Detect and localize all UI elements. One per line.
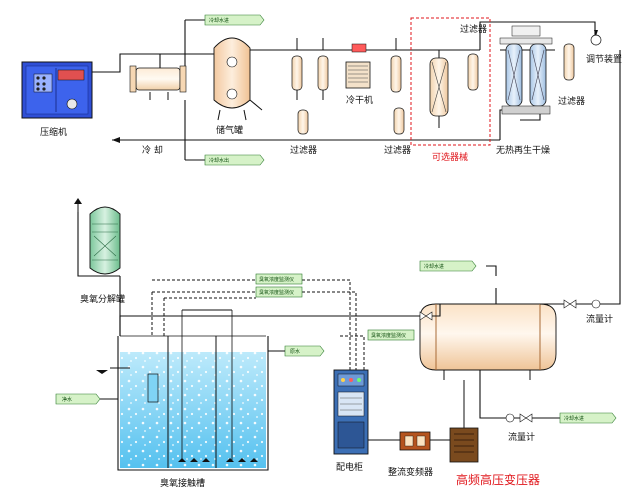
ozone-decomposer-label: 臭氧分解罐 [80, 293, 125, 305]
regulator-label: 调节装置 [586, 53, 622, 65]
optional-unit-label: 可选器械 [432, 151, 468, 163]
filter-7 [393, 107, 405, 135]
filter-bottom-2-label: 过滤器 [384, 144, 411, 156]
regulator-valve [590, 30, 602, 46]
return-arrow-icon [112, 137, 120, 143]
svg-text:冷却水进: 冷却水进 [424, 263, 444, 270]
tag-cooling-out: 冷却水出 [204, 154, 265, 166]
cooling-label: 冷 却 [142, 144, 163, 156]
flowmeter-2-label: 流量计 [508, 431, 535, 443]
svg-text:臭氧浓度监测仪: 臭氧浓度监测仪 [371, 332, 406, 339]
tag-raw-water: 原水 [268, 345, 325, 357]
compressor-label: 压缩机 [40, 126, 67, 138]
contact-tank [96, 310, 269, 471]
refrigerated-dryer-label: 冷干机 [346, 94, 373, 106]
optional-vessel [429, 50, 449, 128]
frequency-converter [368, 431, 450, 451]
flowmeter-1-label: 流量计 [586, 313, 613, 325]
aftercooler [129, 65, 187, 100]
filter-top-2-label: 过滤器 [558, 95, 585, 107]
filter-6 [297, 109, 309, 135]
svg-text:净水: 净水 [62, 396, 72, 403]
valve-icons [419, 299, 601, 423]
svg-text:冷却水出: 冷却水出 [209, 157, 229, 164]
heatless-dryer [499, 25, 553, 115]
filter-top-1-label: 过滤器 [460, 23, 487, 35]
tag-treated-water: 净水 [55, 393, 118, 405]
svg-text:臭氧浓度监测仪: 臭氧浓度监测仪 [259, 276, 294, 283]
svg-text:臭氧浓度监测仪: 臭氧浓度监测仪 [259, 289, 294, 296]
filter-3 [390, 38, 402, 93]
svg-text:冷却水进: 冷却水进 [564, 415, 584, 422]
power-cabinet-label: 配电柜 [336, 461, 363, 473]
monitor-dashed-lines [151, 279, 365, 370]
filter-2 [317, 38, 329, 100]
filter-bottom-1-label: 过滤器 [290, 144, 317, 156]
compressor [21, 61, 93, 119]
tag-cooling-in-right: 冷却水进 [559, 412, 617, 424]
contact-tank-label: 臭氧接触槽 [160, 477, 205, 489]
filter-1 [291, 38, 303, 100]
filter-5 [563, 43, 575, 81]
tag-cooling-in-top: 冷却水进 [204, 14, 265, 26]
tag-ozone-monitor-1: 臭氧浓度监测仪 [255, 273, 303, 285]
tag-ozone-monitor-3: 臭氧浓度监测仪 [367, 329, 415, 341]
power-cabinet [333, 369, 369, 455]
optional-unit-box [410, 17, 491, 146]
frequency-converter-label: 整流变频器 [388, 466, 433, 478]
svg-text:冷却水进: 冷却水进 [209, 17, 229, 24]
air-tank-label: 储气罐 [216, 124, 243, 136]
tag-cooling-in-gen: 冷却水进 [419, 260, 477, 272]
filter-4 [467, 53, 479, 91]
heatless-dryer-label: 无热再生干燥 [496, 144, 550, 156]
tag-ozone-monitor-2: 臭氧浓度监测仪 [255, 286, 303, 298]
ozone-decomposer [74, 198, 121, 277]
hv-transformer [449, 380, 479, 463]
svg-text:原水: 原水 [290, 348, 300, 355]
hv-transformer-label: 高频高压变压器 [456, 472, 540, 487]
refrigerated-dryer [345, 43, 371, 89]
air-receiver-tank [213, 37, 263, 121]
